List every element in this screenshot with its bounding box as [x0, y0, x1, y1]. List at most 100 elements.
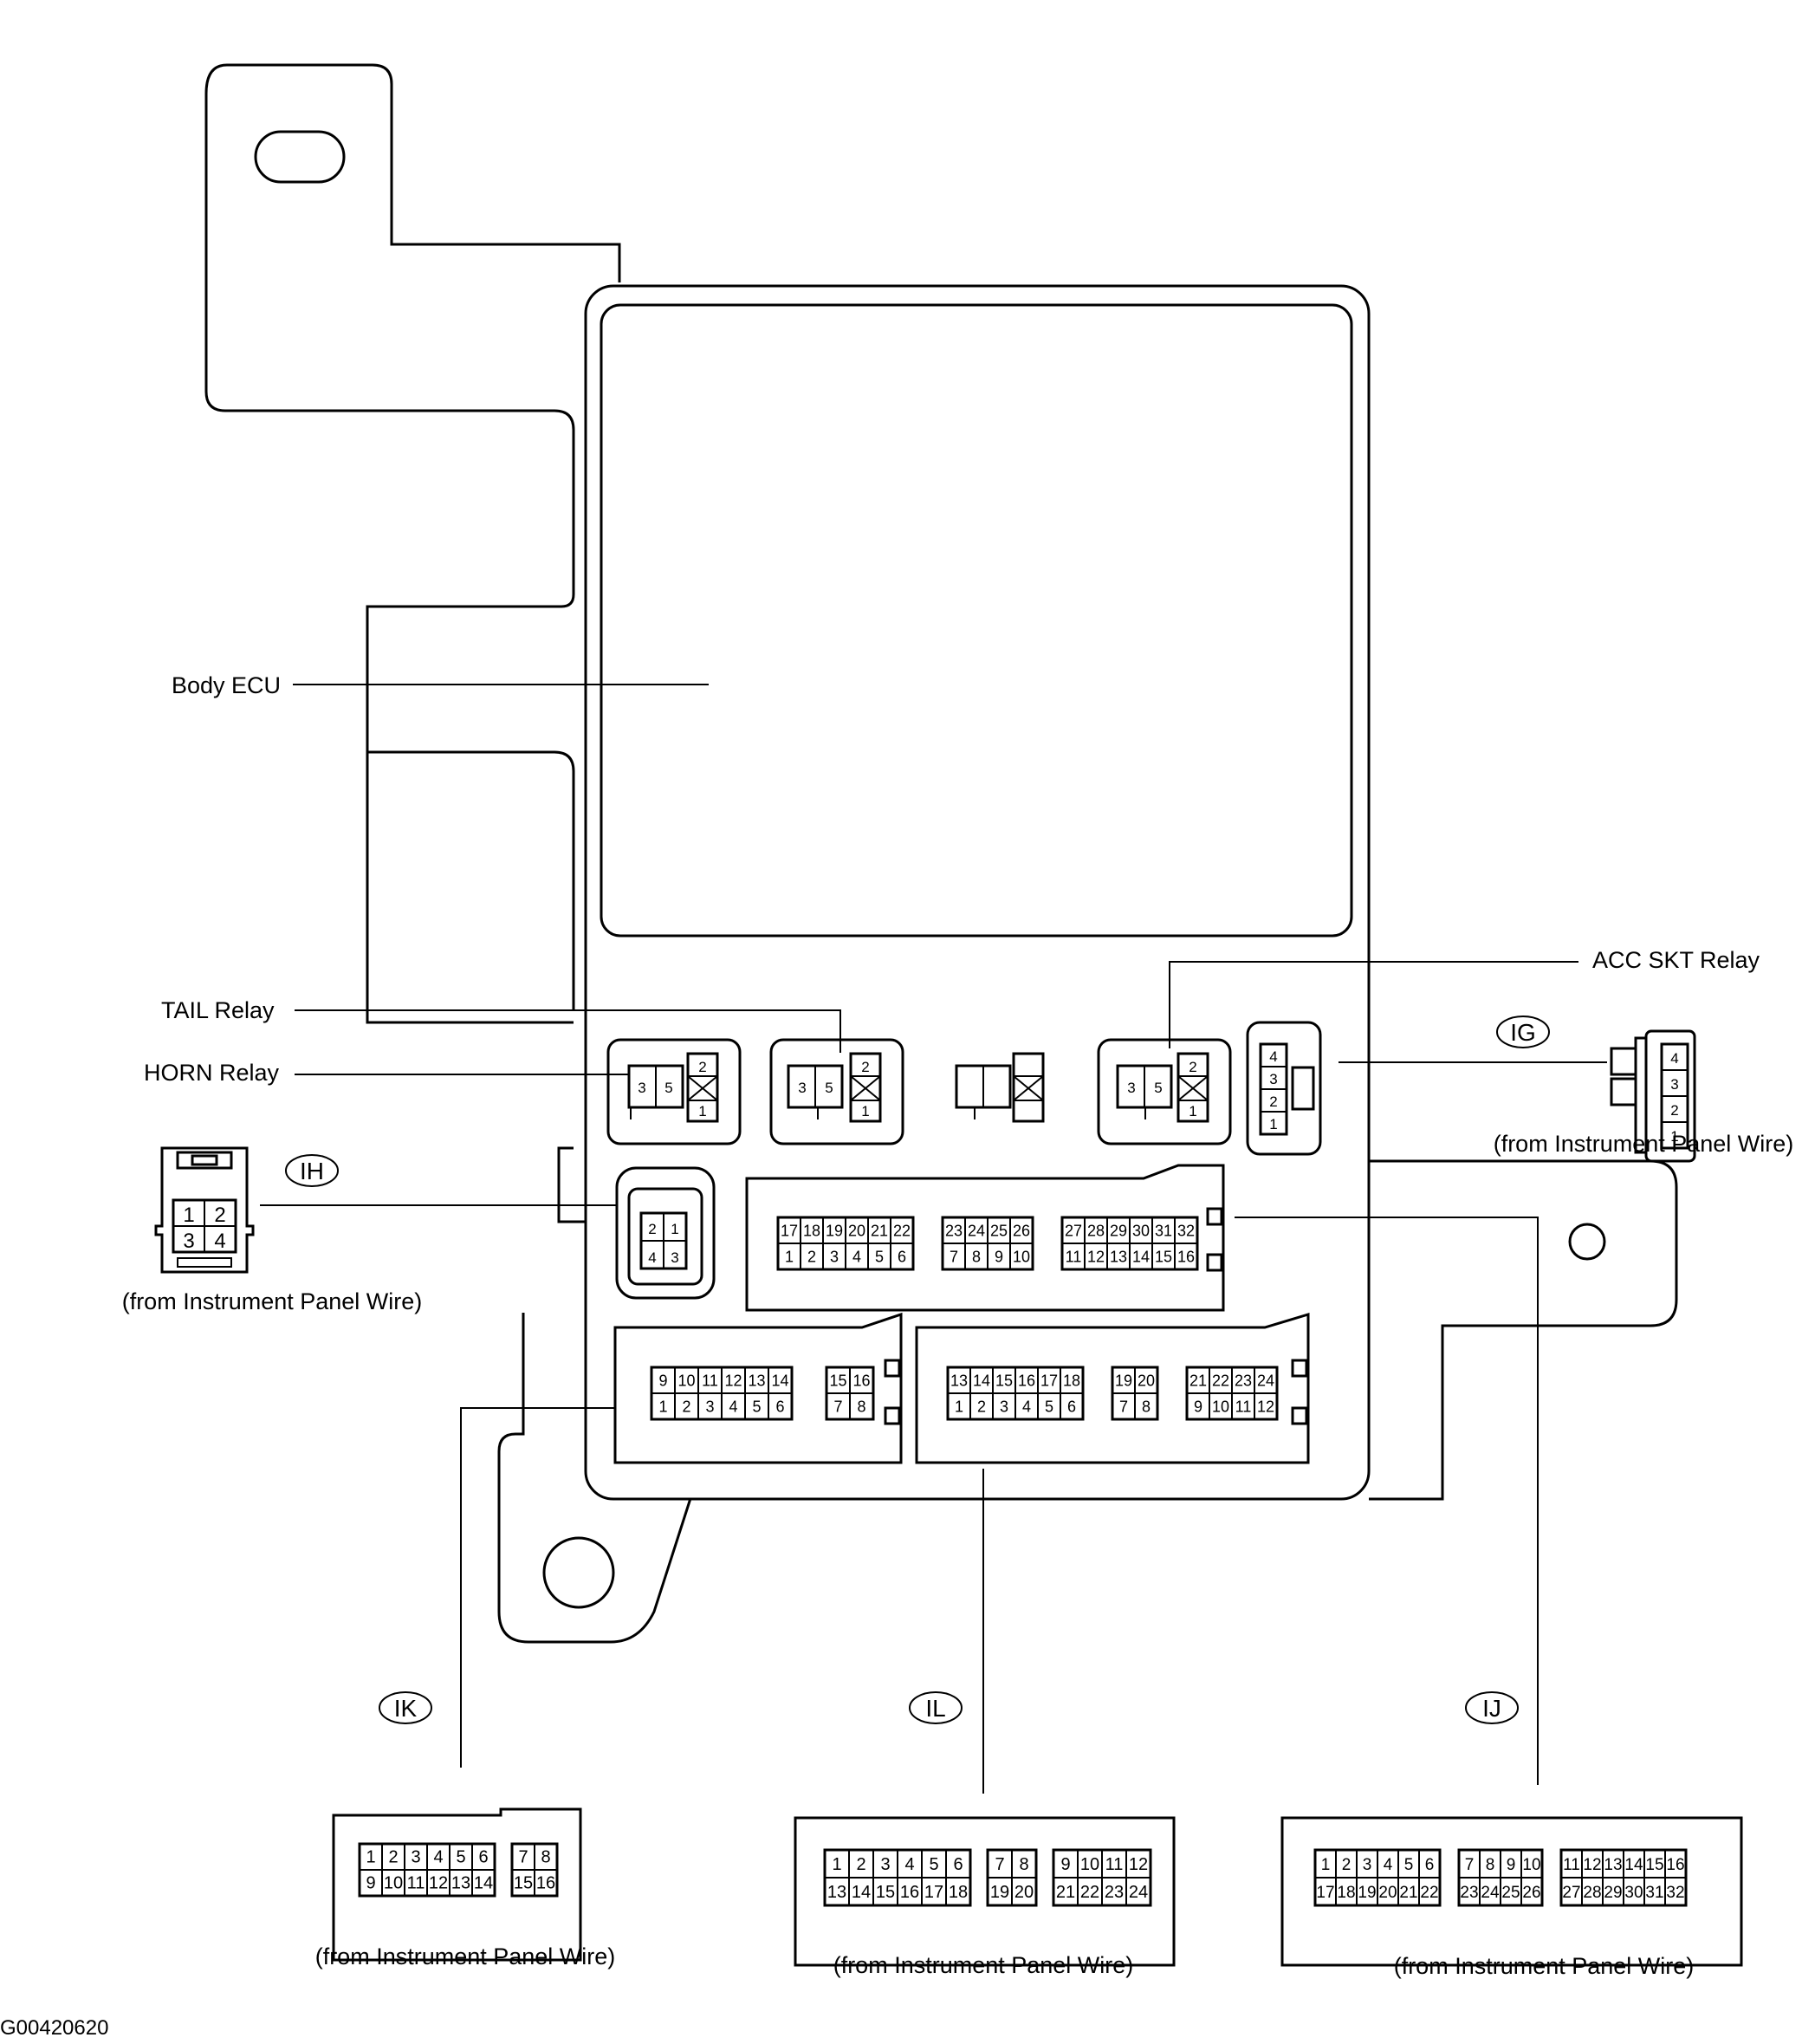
il-block-pin-number: 10: [1212, 1398, 1229, 1416]
il-plug-pin-number: 8: [1019, 1855, 1028, 1874]
ik-plug-pin-number: 8: [541, 1848, 550, 1867]
ij-block-pin-number: 11: [1066, 1249, 1082, 1266]
il-block-pin-number: 9: [1194, 1398, 1202, 1416]
ij-plug-pin-grid: 1172183194205216227238249251026112712281…: [1313, 1848, 1688, 1907]
block-connector-ik: [613, 1312, 903, 1464]
block-connector-ih: 2 1 4 3: [615, 1166, 716, 1300]
ij-block-pin-number: 18: [803, 1223, 820, 1240]
ik-block-pin-number: 5: [752, 1398, 761, 1416]
ik-plug-pin-number: 11: [407, 1874, 425, 1893]
ij-block-pin-number: 27: [1065, 1223, 1082, 1240]
ij-plug-pin-number: 25: [1501, 1884, 1520, 1902]
ik-source-label: (from Instrument Panel Wire): [315, 1943, 616, 1969]
horn-relay-label: HORN Relay: [144, 1060, 280, 1086]
lower-mounting-ear: [497, 1313, 695, 1644]
block-connector-il: [915, 1312, 1310, 1464]
ij-block-pin-number: 29: [1110, 1223, 1127, 1240]
il-source-label: (from Instrument Panel Wire): [833, 1952, 1134, 1978]
ig-code-badge: [1496, 1016, 1550, 1048]
il-block-pin-number: 16: [1018, 1372, 1035, 1390]
horn-relay: 3 5 2 1: [606, 1038, 742, 1145]
tail-relay-pin: 1: [861, 1103, 869, 1119]
ij-block-pin-number: 13: [1110, 1249, 1127, 1266]
ij-source-label: (from Instrument Panel Wire): [1394, 1953, 1695, 1979]
il-block-pin-number: 3: [1000, 1398, 1008, 1416]
ik-plug-pin-number: 5: [456, 1848, 465, 1867]
tail-relay-pin: 2: [861, 1059, 869, 1075]
ij-plug-pin-number: 7: [1465, 1856, 1475, 1874]
ih-pin: 3: [183, 1230, 194, 1253]
horn-relay-pin: 2: [698, 1059, 706, 1075]
ih-pin: 4: [214, 1230, 225, 1253]
ig-pin: 1: [1670, 1128, 1678, 1145]
acc-skt-relay-pin: 2: [1189, 1059, 1196, 1075]
il-block-pin-number: 22: [1212, 1372, 1229, 1390]
ij-block-pin-number: 12: [1087, 1249, 1105, 1266]
horn-relay-pin: 3: [638, 1080, 645, 1096]
ij-plug-pin-number: 12: [1583, 1856, 1601, 1874]
il-plug-pin-number: 18: [949, 1883, 968, 1902]
ij-block-pin-number: 2: [807, 1249, 816, 1266]
acc-skt-relay-label: ACC SKT Relay: [1592, 947, 1760, 973]
ij-plug-pin-number: 19: [1358, 1884, 1376, 1902]
il-plug-pin-number: 5: [929, 1855, 938, 1874]
ij-block-pin-number: 23: [945, 1223, 963, 1240]
acc-skt-relay-leader: [1169, 961, 1578, 1048]
il-plug-pin-number: 22: [1080, 1883, 1099, 1902]
il-plug-pin-number: 3: [880, 1855, 890, 1874]
ik-plug-pin-number: 6: [478, 1848, 488, 1867]
ij-plug-pin-number: 3: [1363, 1856, 1372, 1874]
ik-plug-pin-number: 13: [451, 1874, 470, 1893]
ij-plug-pin-number: 16: [1666, 1856, 1684, 1874]
il-block-pin-number: 6: [1067, 1398, 1076, 1416]
ik-plug-pin-number: 9: [366, 1874, 375, 1893]
ik-plug-pin-number: 14: [474, 1874, 493, 1893]
ij-plug-pin-number: 22: [1420, 1884, 1438, 1902]
ik-plug-pin-number: 15: [514, 1874, 533, 1893]
spare-relay-socket: [955, 1052, 1045, 1123]
il-plug-pin-number: 23: [1105, 1883, 1124, 1902]
ij-block-pin-number: 26: [1013, 1223, 1030, 1240]
horn-relay-pin: 5: [664, 1080, 672, 1096]
ij-plug-pin-number: 28: [1583, 1884, 1601, 1902]
ij-code: IJ: [1482, 1695, 1501, 1722]
ij-plug-pin-number: 4: [1384, 1856, 1393, 1874]
block-ig-pin: 4: [1269, 1048, 1277, 1065]
il-plug-pin-number: 15: [876, 1883, 895, 1902]
block-ih-pin: 4: [648, 1249, 656, 1266]
horn-relay-pin: 1: [698, 1103, 706, 1119]
ij-block-pin-number: 7: [950, 1249, 958, 1266]
il-block-pin-number: 1: [955, 1398, 963, 1416]
ij-plug-pin-number: 27: [1562, 1884, 1580, 1902]
connector-il: [794, 1816, 1176, 1967]
ik-block-pin-number: 9: [658, 1372, 667, 1390]
il-block-pin-number: 23: [1235, 1372, 1252, 1390]
mounting-bracket: [204, 63, 621, 1024]
ij-block-pin-number: 28: [1087, 1223, 1105, 1240]
ik-plug-pin-number: 4: [433, 1848, 443, 1867]
il-plug-pin-number: 6: [953, 1855, 963, 1874]
ij-plug-pin-number: 6: [1425, 1856, 1435, 1874]
ij-plug-pin-number: 23: [1460, 1884, 1478, 1902]
ij-block-pin-number: 10: [1013, 1249, 1030, 1266]
il-plug-pin-number: 20: [1014, 1883, 1034, 1902]
ij-plug-pin-number: 18: [1337, 1884, 1355, 1902]
right-mounting-hole: [1568, 1223, 1606, 1261]
il-block-pin-number: 24: [1257, 1372, 1274, 1390]
ij-plug-pin-number: 21: [1399, 1884, 1417, 1902]
ik-code: IK: [394, 1695, 418, 1722]
ik-code-badge: [379, 1691, 432, 1724]
il-plug-pin-number: 10: [1080, 1855, 1099, 1874]
il-plug-pin-number: 4: [904, 1855, 914, 1874]
il-block-pin-number: 13: [950, 1372, 968, 1390]
ik-block-pin-number: 10: [677, 1372, 695, 1390]
ij-block-pin-number: 32: [1177, 1223, 1195, 1240]
ij-plug-pin-number: 15: [1645, 1856, 1663, 1874]
body-ecu: [600, 303, 1353, 938]
ij-block-pin-number: 24: [968, 1223, 985, 1240]
ik-block-pin-number: 1: [658, 1398, 667, 1416]
connector-ik: [332, 1807, 582, 1962]
il-block-pin-number: 12: [1257, 1398, 1274, 1416]
ij-plug-pin-number: 30: [1624, 1884, 1643, 1902]
